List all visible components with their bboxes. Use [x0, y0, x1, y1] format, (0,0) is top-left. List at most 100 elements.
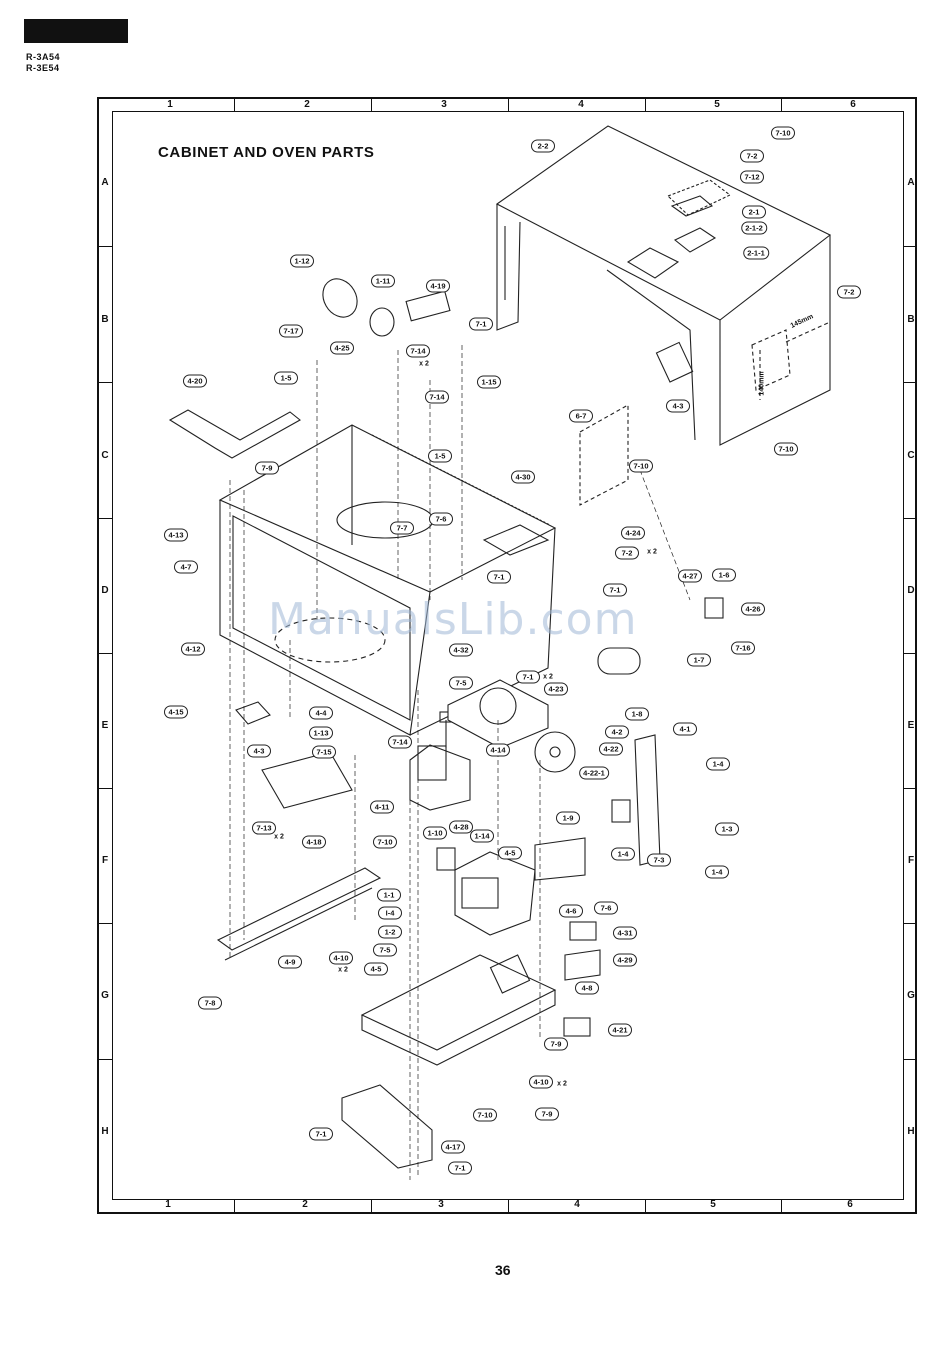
diagram-outer-frame: [97, 97, 917, 1214]
quantity-label: x 2: [543, 673, 553, 681]
grid-col-label: 6: [847, 1199, 853, 1210]
grid-tick: [903, 653, 917, 654]
grid-col-label: 4: [578, 99, 584, 110]
part-callout: 4-13: [164, 528, 188, 542]
part-callout: 4-5: [498, 846, 522, 860]
part-callout: 1-1: [377, 888, 401, 902]
part-callout: 7-1: [309, 1127, 333, 1141]
part-callout: 7-15: [312, 745, 336, 759]
part-callout: 7-5: [449, 676, 473, 690]
part-callout: 1-5: [274, 371, 298, 385]
part-callout: 7-6: [594, 901, 618, 915]
part-callout: 4-11: [370, 800, 394, 814]
part-callout: 4-3: [247, 744, 271, 758]
part-callout: 7-10: [373, 835, 397, 849]
part-callout: 2-1: [742, 205, 766, 219]
part-callout: 1-8: [625, 707, 649, 721]
quantity-label: x 2: [274, 833, 284, 841]
part-callout: 4-24: [621, 526, 645, 540]
watermark: ManualsLib.com: [268, 594, 638, 645]
part-callout: 4-17: [441, 1140, 465, 1154]
part-callout: 4-30: [511, 470, 535, 484]
part-callout: 6-7: [569, 409, 593, 423]
part-callout: 7-5: [373, 943, 397, 957]
part-callout: 7-1: [487, 570, 511, 584]
part-callout: 7-7: [390, 521, 414, 535]
part-callout: I-4: [378, 906, 402, 920]
bottom-plate: [341, 1084, 433, 1169]
part-callout: 1-15: [477, 375, 501, 389]
grid-col-label: 1: [167, 99, 173, 110]
part-callout: 1-4: [706, 757, 730, 771]
grid-col-label: 2: [302, 1199, 308, 1210]
grid-tick: [903, 382, 917, 383]
part-callout: 4-26: [741, 602, 765, 616]
part-callout: 1-3: [715, 822, 739, 836]
grid-col-label: 2: [304, 99, 310, 110]
grid-row-label: D: [101, 585, 109, 596]
grid-tick: [97, 382, 112, 383]
grid-row-label: C: [101, 450, 109, 461]
dimension-guide: [751, 321, 831, 400]
part-callout: 7-2: [615, 546, 639, 560]
base-plate: [360, 954, 557, 1066]
part-callout: 4-8: [575, 981, 599, 995]
grid-tick: [97, 788, 112, 789]
grid-tick: [781, 1199, 782, 1213]
grid-row-label: B: [907, 314, 915, 325]
part-callout: 7-1: [469, 317, 493, 331]
noise-filter: [405, 290, 451, 322]
part-callout: 4-2: [605, 725, 629, 739]
grid-col-label: 1: [165, 1199, 171, 1210]
part-callout: 1-10: [423, 826, 447, 840]
grid-tick: [645, 97, 646, 111]
part-callout: 4-7: [174, 560, 198, 574]
page-number: 36: [495, 1262, 511, 1278]
part-callout: 7-13: [252, 821, 276, 835]
header-black-bar: [24, 19, 128, 43]
grid-row-label: G: [101, 990, 109, 1001]
grid-tick: [97, 923, 112, 924]
grid-col-label: 5: [714, 99, 720, 110]
insulation-pad: [168, 409, 301, 459]
part-callout: 4-25: [330, 341, 354, 355]
part-callout: 4-14: [486, 743, 510, 757]
part-callout: 1-12: [290, 254, 314, 268]
part-callout: 7-10: [473, 1108, 497, 1122]
grid-tick: [97, 246, 112, 247]
part-callout: 1-5: [428, 449, 452, 463]
grid-row-label: F: [101, 855, 109, 866]
grid-tick: [97, 653, 112, 654]
grid-tick: [97, 1059, 112, 1060]
part-callout: 4-31: [613, 926, 637, 940]
part-callout: 7-9: [255, 461, 279, 475]
grid-row-label: A: [907, 177, 915, 188]
quantity-label: x 2: [647, 548, 657, 556]
quantity-label: x 2: [557, 1080, 567, 1088]
part-callout: 7-3: [647, 853, 671, 867]
part-callout: 7-8: [198, 996, 222, 1010]
grid-tick: [903, 246, 917, 247]
dimension-height: 140mm: [758, 371, 766, 396]
quantity-label: x 2: [338, 966, 348, 974]
part-callout: 1-4: [705, 865, 729, 879]
grid-row-label: D: [907, 585, 915, 596]
part-callout: 7-10: [774, 442, 798, 456]
part-callout: 4-20: [183, 374, 207, 388]
grid-col-label: 5: [710, 1199, 716, 1210]
model-number-1: R-3A54: [26, 52, 61, 62]
part-callout: 4-23: [544, 682, 568, 696]
part-callout: 4-32: [449, 643, 473, 657]
model-number-2: R-3E54: [26, 63, 60, 73]
grid-row-label: H: [101, 1126, 109, 1137]
part-callout: 4-21: [608, 1023, 632, 1037]
part-callout: 1-9: [556, 811, 580, 825]
part-callout: 1-2: [378, 925, 402, 939]
grid-row-label: F: [907, 855, 915, 866]
cover-6-7: [579, 404, 629, 506]
part-callout: 1-7: [687, 653, 711, 667]
pad-4-29: [564, 949, 601, 981]
part-callout: 7-9: [535, 1107, 559, 1121]
grid-tick: [508, 97, 509, 111]
